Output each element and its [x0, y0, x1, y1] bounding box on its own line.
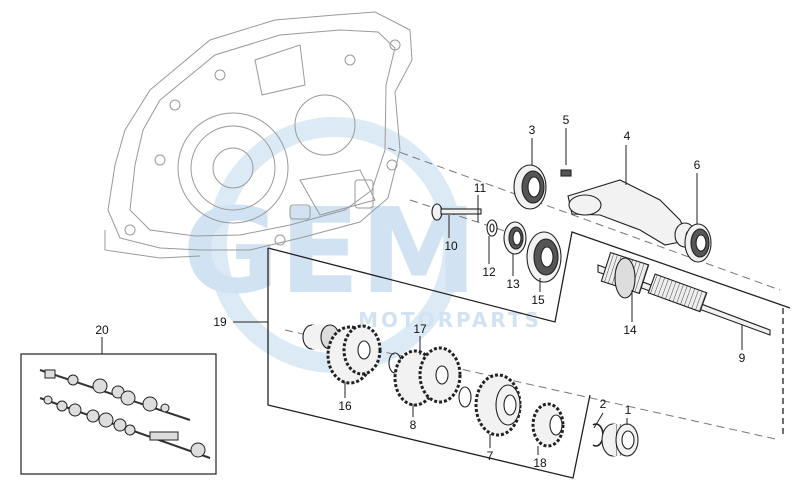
gear-18: [531, 402, 565, 448]
watermark-brand: GEM: [183, 182, 478, 320]
washer-12: [486, 219, 498, 237]
circlip-b: [458, 386, 472, 408]
callout-9: 9: [739, 351, 746, 365]
callout-7: 7: [487, 449, 494, 463]
needle-bearing-1: [601, 423, 639, 457]
callout-6: 6: [694, 158, 701, 172]
callout-17: 17: [413, 322, 427, 336]
pin-5: [560, 169, 572, 177]
bearing-3: [513, 164, 547, 210]
callout-11: 11: [474, 181, 487, 195]
callout-3: 3: [529, 123, 536, 137]
callout-20: 20: [95, 323, 109, 337]
shift-fork-4: [567, 179, 696, 248]
callout-10: 10: [444, 239, 458, 253]
callout-1: 1: [625, 403, 632, 417]
callout-labels: 1 2 3 4 5 6 7 8 9 10 11 12 13 14 15 16 1…: [95, 113, 745, 470]
main-shaft-14: [597, 251, 771, 336]
callout-16: 16: [338, 399, 352, 413]
crankcase-ghost: [104, 11, 413, 259]
callout-8: 8: [410, 418, 417, 432]
bolt-10: [431, 203, 482, 221]
leader-lines: [101, 128, 743, 455]
gear-8: [393, 346, 462, 407]
callout-2: 2: [600, 397, 607, 411]
callout-12: 12: [482, 265, 496, 279]
callout-18: 18: [533, 456, 547, 470]
callout-5: 5: [563, 113, 570, 127]
callout-14: 14: [623, 323, 637, 337]
group-19-frame: [267, 231, 791, 479]
gear-7: [474, 373, 522, 437]
gear-16: [326, 324, 382, 385]
callout-13: 13: [506, 277, 520, 291]
bearing-6: [684, 223, 712, 263]
watermark-tagline: MOTORPARTS: [358, 308, 542, 332]
needle-bearing-13: [503, 221, 527, 255]
bearing-15: [526, 231, 562, 283]
callout-19: 19: [213, 315, 227, 329]
callout-15: 15: [531, 293, 545, 307]
callout-4: 4: [624, 129, 631, 143]
part-20-box: [20, 353, 217, 475]
parts: [302, 164, 771, 457]
